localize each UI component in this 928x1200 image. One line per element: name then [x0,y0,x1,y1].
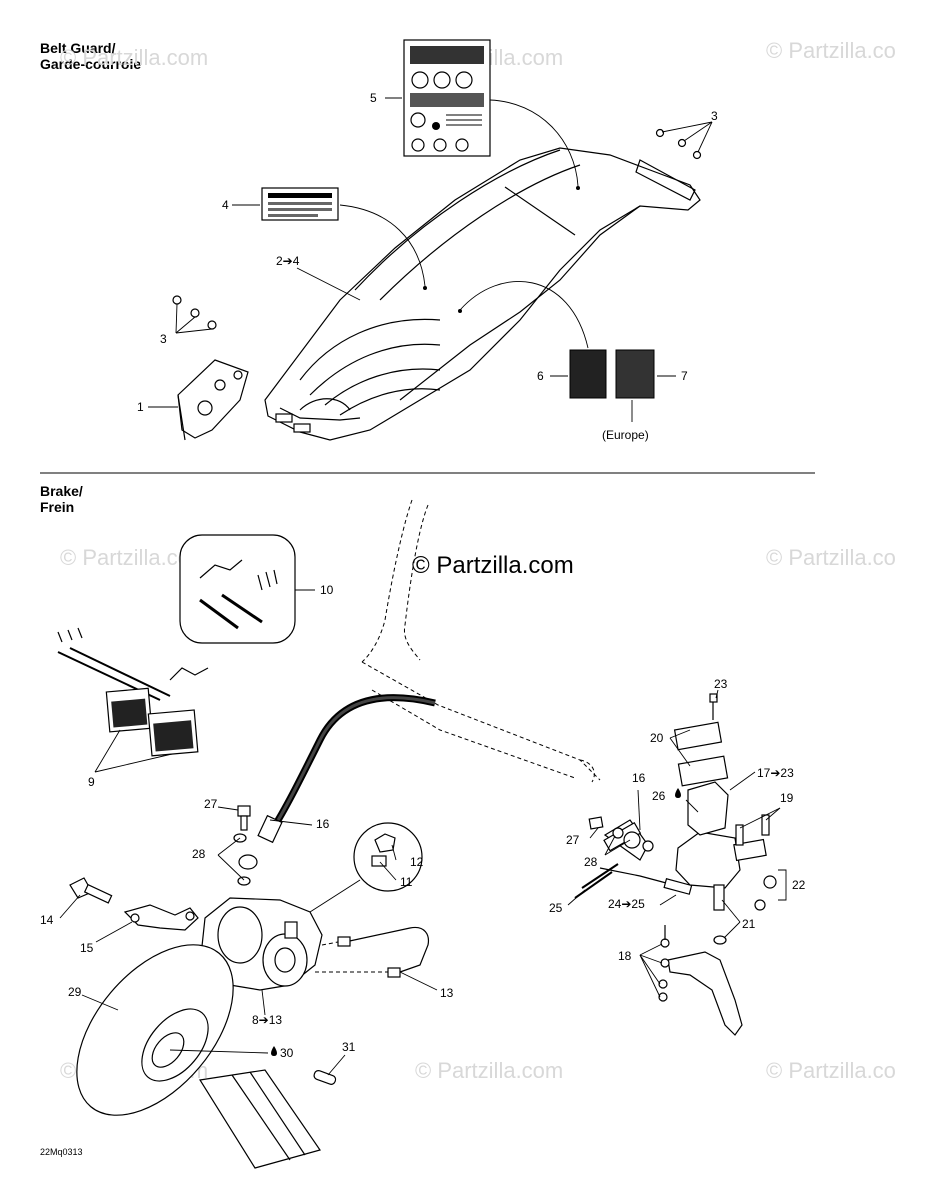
callout-15: 15 [80,941,94,955]
brake-caliper-8 [199,897,323,991]
partzilla-watermark: © Partzilla.com [412,552,574,579]
callout-19: 19 [780,791,794,805]
caliper-bracket-15 [123,904,199,931]
callout-27-right: 27 [566,833,580,847]
callout-25: 25 [549,901,563,915]
callout-20: 20 [650,731,664,745]
callout-6: 6 [537,369,544,383]
callout-13: 13 [440,986,454,1000]
brake-lever-18 [658,925,743,1036]
drawing-code: 22Mq0313 [40,1147,83,1157]
callout-14: 14 [40,913,54,927]
belt-guard-title: Belt Guard/ Garde-courroie [40,40,141,72]
pin-kit-10 [179,534,296,644]
callout-30: 30 [280,1046,294,1060]
bolt-14 [69,877,113,904]
nuts-3-right [655,128,702,160]
driveshaft [199,1069,321,1169]
callout-5: 5 [370,91,377,105]
callout-26: 26 [652,789,666,803]
callout-18: 18 [618,949,632,963]
callout-21: 21 [742,917,756,931]
grease-drop-icon [271,1046,277,1056]
brake-title-fr: Frein [40,499,75,515]
callout-31: 31 [342,1040,356,1054]
callout-27-left: 27 [204,797,218,811]
decal-7-label [615,349,655,399]
key-31 [313,1070,337,1085]
belt-guard-title-en: Belt Guard/ [40,40,116,56]
brake-disc-29 [76,944,234,1116]
callout-7: 7 [681,369,688,383]
callout-23: 23 [714,677,728,691]
decal-6-label [569,349,607,399]
brake-leaders [59,589,787,1076]
callout-3-right: 3 [711,109,718,123]
watermark: © Partzilla.com [60,45,209,70]
grease-drop-icon [675,788,681,798]
brake-title-en: Brake/ [40,483,83,499]
callout-28-left: 28 [192,847,206,861]
watermark: © Partzilla.co [766,38,896,63]
belt-guard-leaders [148,97,713,422]
callout-16-left: 16 [316,817,330,831]
watermark: © Partzilla.co [766,545,896,570]
brake-line-13 [315,926,430,978]
callout-28-right: 28 [584,855,598,869]
europe-note: (Europe) [602,428,649,442]
belt-guard-title-fr: Garde-courroie [40,56,142,72]
nuts-3-left [172,295,217,330]
callout-12: 12 [410,855,424,869]
brake-title: Brake/ Frein [40,483,83,515]
callout-11: 11 [400,875,413,889]
brake-hose-16 [257,694,649,861]
watermark: © Partzilla.com [415,1058,564,1083]
callout-3-left: 3 [160,332,167,346]
callout-9: 9 [88,775,95,789]
handlebar-outline [361,499,601,783]
bracket-1 [177,359,249,441]
callout-17-23: 17➔23 [757,766,794,780]
bleeder-kit-11-12 [353,822,423,892]
callout-10: 10 [320,583,334,597]
brake-pads-9 [57,627,209,757]
callout-2-4: 2➔4 [276,254,300,268]
banjo-bolt-27-right [588,816,654,852]
callout-22: 22 [792,878,806,892]
callout-1: 1 [137,400,144,414]
callout-8-13: 8➔13 [252,1013,282,1027]
watermark: © Partzilla.co [766,1058,896,1083]
callout-4: 4 [222,198,229,212]
belt-guard [264,147,701,441]
master-cylinder-17 [673,693,777,945]
callout-16-right: 16 [632,771,646,785]
callout-24-25: 24➔25 [608,897,645,911]
callout-29: 29 [68,985,82,999]
push-rod-24 [574,863,693,899]
decal-4-label [261,187,339,221]
decal-5-label [403,39,491,157]
